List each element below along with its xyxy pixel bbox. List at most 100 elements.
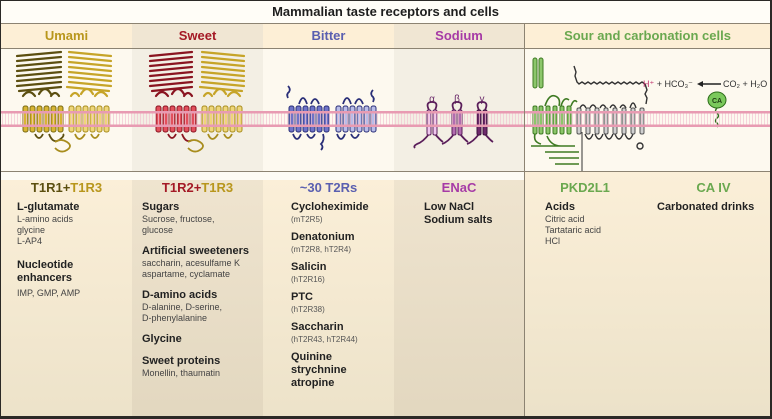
- gamma-loop-icon: [476, 101, 488, 111]
- ligand-detail: L-AP4: [17, 236, 43, 246]
- alpha-loop-icon: [426, 101, 438, 111]
- ligand-receptor: (hT2R16): [291, 275, 325, 284]
- ligand-entry: Glycine: [142, 333, 263, 346]
- column-umami: Umami: [1, 24, 132, 416]
- sour-receptor-diagram: H⁺ + HCO₃⁻ CO₂ + H₂O CA: [525, 48, 770, 171]
- receptor-name-ca4: CA IV: [696, 180, 731, 195]
- ligand-detail: IMP, GMP, AMP: [17, 288, 81, 298]
- ligand-detail: HCl: [545, 236, 560, 246]
- ligand-title: Glycine: [142, 333, 182, 345]
- t1r3-venus-flytrap-icon: [198, 50, 246, 93]
- figure-title: Mammalian taste receptors and cells: [1, 1, 770, 23]
- sweet-details: T1R2+T1R3 Sugars Sucrose, fructose, gluc…: [132, 180, 263, 416]
- ligand-title: Denatonium: [291, 231, 355, 243]
- alpha-tail-icon: [413, 133, 444, 149]
- ligand-entry: Low NaCl Sodium salts: [424, 201, 524, 227]
- pkd2l1-helices-icon: [532, 105, 572, 135]
- ligand-entry: Artificial sweeteners saccharin, acesulf…: [142, 245, 263, 280]
- intracellular-loops-icon: [167, 133, 233, 153]
- beta-tail-icon: [441, 133, 469, 145]
- t1r2-venus-flytrap-icon: [148, 50, 194, 93]
- ligand-detail: Monellin, thaumatin: [142, 368, 221, 378]
- ligand-title: L-glutamate: [17, 201, 80, 213]
- ligand-title: D-amino acids: [142, 289, 218, 301]
- ligand-detail: Citric acid: [545, 214, 585, 224]
- ligand-entry: Saccharin (hT2R43, hT2R44): [291, 321, 394, 345]
- ligand-entry: L-glutamate L-amino acids glycine L-AP4: [17, 201, 132, 247]
- column-sodium: Sodium α β γ: [394, 24, 524, 416]
- ligand-title: Cycloheximide: [291, 201, 369, 213]
- ligand-detail: Sucrose, fructose,: [142, 214, 215, 224]
- ligand-detail: aspartame, cyclamate: [142, 269, 231, 279]
- beta-loop-icon: [451, 101, 463, 111]
- ligand-title: Sugars: [142, 201, 180, 213]
- ligand-title: Sweet proteins: [142, 355, 221, 367]
- arrowhead-icon: [697, 81, 703, 87]
- ligand-title: Quinine: [291, 351, 332, 363]
- pkd1l3-chain-icon: [573, 65, 648, 150]
- receptor-name-bitter: ~30 T2Rs: [299, 180, 358, 195]
- ligand-entry: Sugars Sucrose, fructose, glucose: [142, 201, 263, 236]
- gamma-helix-icon: [476, 109, 482, 136]
- ligand-detail: L-amino acids: [17, 214, 74, 224]
- ligand-title: atropine: [291, 377, 335, 389]
- subunit-alpha-label: α: [429, 94, 435, 105]
- t1r3-venus-flytrap-icon: [65, 50, 113, 93]
- ligand-title: Saccharin: [291, 321, 344, 333]
- t1r3-linker-icon: [69, 87, 109, 98]
- reaction-products: H⁺ + HCO₃⁻: [643, 79, 693, 89]
- bitter-details: ~30 T2Rs Cycloheximide (mT2R5) Denatoniu…: [263, 180, 394, 416]
- pkd2l1-group: PKD2L1 Acids Citric acid Tartataric acid…: [525, 180, 645, 256]
- enac-channel-icon: α β γ: [413, 94, 494, 149]
- pkd1l3-helices-icon: [576, 107, 645, 135]
- ligand-detail: D-phenylalanine: [142, 313, 208, 323]
- ligand-entry: Quinine strychnine atropine: [291, 351, 394, 390]
- pkd2l1-ca4-diagram: H⁺ + HCO₃⁻ CO₂ + H₂O CA: [531, 57, 767, 171]
- alpha-helix-icon: [426, 109, 432, 136]
- column-heading-sodium: Sodium: [394, 24, 524, 48]
- column-heading-sweet: Sweet: [132, 24, 263, 48]
- ligand-entry: Carbonated drinks: [657, 201, 770, 214]
- ligand-entry: Nucleotide enhancers IMP, GMP, AMP: [17, 259, 132, 299]
- ligand-detail: glycine: [17, 225, 46, 235]
- umami-details: T1R1+T1R3 L-glutamate L-amino acids glyc…: [1, 180, 132, 416]
- reaction-reactants: CO₂ + H₂O: [723, 79, 767, 89]
- receptor-name-sodium: ENaC: [441, 180, 477, 195]
- ligand-title: strychnine: [291, 364, 347, 376]
- ligand-entry: Denatonium (mT2R8, hT2R4): [291, 231, 394, 255]
- t1r1-t1r3-receptor-icon: [15, 50, 113, 153]
- column-heading-bitter: Bitter: [263, 24, 394, 48]
- column-sour-carbonation: Sour and carbonation cells: [525, 24, 770, 416]
- alpha-helix-icon: [432, 109, 438, 136]
- ligand-title: Carbonated drinks: [657, 201, 755, 213]
- t1r3-helices-icon: [201, 105, 243, 133]
- column-bitter: Bitter: [263, 24, 394, 416]
- subunit-beta-label: β: [454, 94, 460, 105]
- ligand-detail: glucose: [142, 225, 174, 235]
- sodium-details: ENaC Low NaCl Sodium salts: [394, 180, 524, 416]
- title-divider: [1, 23, 770, 24]
- ligand-receptor: (hT2R43, hT2R44): [291, 335, 358, 344]
- ligand-title: Sodium salts: [424, 214, 493, 226]
- bitter-receptor-diagram: [263, 48, 394, 171]
- receptor-t1r1: T1R1: [30, 180, 63, 195]
- umami-receptor-diagram: [1, 48, 132, 171]
- receptor-name-umami: T1R1+T1R3: [1, 180, 132, 195]
- t2r-loops-icon: [286, 85, 375, 151]
- ligand-title: Artificial sweeteners: [142, 245, 249, 257]
- ligand-entry: PTC (hT2R38): [291, 291, 394, 315]
- ligand-receptor: (hT2R38): [291, 305, 325, 314]
- receptor-t1r2: T1R2: [161, 180, 194, 195]
- gamma-tail-icon: [466, 133, 494, 145]
- t1r2-t1r3-receptor-icon: [148, 50, 246, 153]
- ligand-title: Salicin: [291, 261, 327, 273]
- t2r-helices-left-icon: [288, 105, 330, 133]
- intracellular-loops-icon: [34, 133, 100, 153]
- ligand-entry: Sweet proteins Monellin, thaumatin: [142, 355, 263, 379]
- ligand-detail: D-alanine, D-serine,: [142, 302, 223, 312]
- ligand-title: Acids: [545, 201, 575, 213]
- ligand-detail: Tartataric acid: [545, 225, 602, 235]
- column-heading-umami: Umami: [1, 24, 132, 48]
- heading-divider: [1, 48, 770, 49]
